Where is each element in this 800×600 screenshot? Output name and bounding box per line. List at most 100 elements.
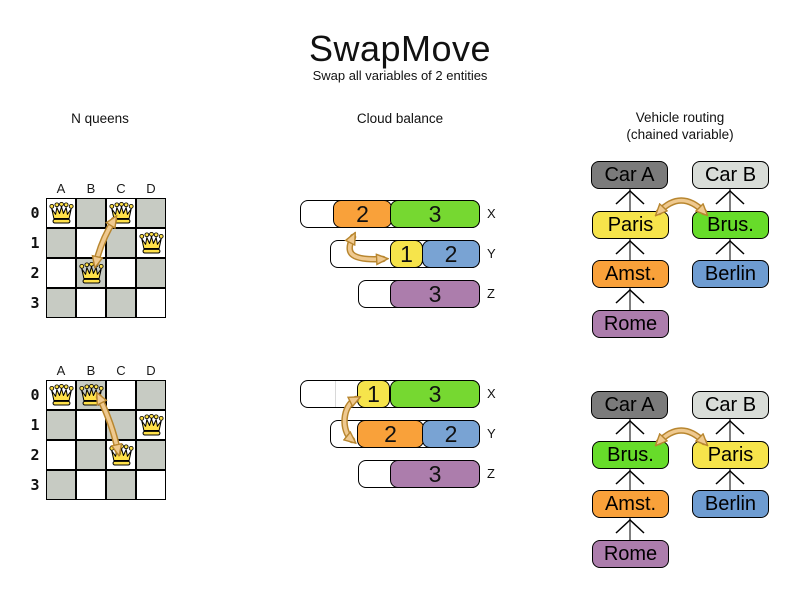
cell-c3	[106, 288, 136, 318]
row-header: 3	[30, 294, 40, 312]
vehicle-box-berlin: Berlin	[692, 260, 769, 288]
board-before-row-headers: 0 1 2 3	[26, 198, 44, 318]
vehicle-box-paris: Paris	[592, 211, 669, 239]
cell-d2	[136, 258, 166, 288]
cell-c0	[106, 380, 136, 410]
row-label-z: Z	[487, 466, 495, 481]
cell-a3	[46, 288, 76, 318]
process-block: 3	[390, 380, 480, 408]
chain-arrows	[615, 189, 745, 540]
row-header: 2	[30, 264, 40, 282]
col-header: A	[56, 363, 66, 378]
cell-a1	[46, 410, 76, 440]
vehicle-title-line1: Vehicle routing	[635, 110, 725, 125]
cell-b0	[76, 198, 106, 228]
queen-icon	[138, 231, 164, 253]
cell-c1	[106, 410, 136, 440]
process-block: 3	[390, 200, 480, 228]
vehicle-column-title: Vehicle routing (chained variable)	[588, 109, 772, 143]
cloud-column-title: Cloud balance	[356, 111, 444, 126]
page-subtitle: Swap all variables of 2 entities	[312, 68, 488, 83]
cell-a2	[46, 440, 76, 470]
cell-c1	[106, 228, 136, 258]
process-block: 2	[357, 420, 424, 448]
page-title: SwapMove	[308, 28, 492, 69]
vehicle-box-brus: Brus.	[692, 211, 769, 239]
cell-b2	[76, 440, 106, 470]
queen-icon	[108, 201, 134, 223]
process-block: 3	[390, 280, 480, 308]
board-after-col-headers: A B C D	[46, 363, 166, 378]
process-block: 2	[422, 420, 480, 448]
col-header: D	[146, 181, 156, 196]
vehicle-box-brus: Brus.	[592, 441, 669, 469]
vehicle-box-rome: Rome	[592, 310, 669, 338]
queen-icon	[48, 201, 74, 223]
cell-d0	[136, 198, 166, 228]
col-header: D	[146, 363, 156, 378]
vehicle-box-berlin: Berlin	[692, 490, 769, 518]
queen-icon	[48, 383, 74, 405]
cell-a2	[46, 258, 76, 288]
cell-b0	[76, 380, 106, 410]
process-block: 2	[333, 200, 392, 228]
vehicle-box-rome: Rome	[592, 540, 669, 568]
row-header: 1	[30, 416, 40, 434]
cell-d2	[136, 440, 166, 470]
vehicle-box-car-b: Car B	[692, 391, 769, 419]
row-label-y: Y	[487, 426, 496, 441]
vehicle-box-car-a: Car A	[591, 161, 668, 189]
cell-c2	[106, 440, 136, 470]
row-label-x: X	[487, 386, 496, 401]
col-header: A	[56, 181, 66, 196]
queen-icon	[138, 413, 164, 435]
cell-b3	[76, 288, 106, 318]
col-header: B	[86, 181, 96, 196]
queen-icon	[108, 443, 134, 465]
row-label-z: Z	[487, 286, 495, 301]
cell-a0	[46, 380, 76, 410]
cell-d3	[136, 470, 166, 500]
vehicle-box-amst: Amst.	[592, 260, 669, 288]
cell-d1	[136, 228, 166, 258]
row-header: 3	[30, 476, 40, 494]
board-after-row-headers: 0 1 2 3	[26, 380, 44, 500]
cell-a1	[46, 228, 76, 258]
cell-b2	[76, 258, 106, 288]
vehicle-box-paris: Paris	[692, 441, 769, 469]
process-block: 1	[390, 240, 423, 268]
col-header: B	[86, 363, 96, 378]
row-label-y: Y	[487, 246, 496, 261]
cell-b1	[76, 410, 106, 440]
process-block: 3	[390, 460, 480, 488]
row-label-x: X	[487, 206, 496, 221]
cell-d3	[136, 288, 166, 318]
col-header: C	[116, 363, 126, 378]
cell-c0	[106, 198, 136, 228]
row-header: 0	[30, 386, 40, 404]
vehicle-box-car-b: Car B	[692, 161, 769, 189]
board-before-col-headers: A B C D	[46, 181, 166, 196]
cell-b1	[76, 228, 106, 258]
ghost-line	[335, 381, 336, 407]
queen-icon	[78, 383, 104, 405]
cell-d1	[136, 410, 166, 440]
row-header: 2	[30, 446, 40, 464]
queen-icon	[78, 261, 104, 283]
cell-a0	[46, 198, 76, 228]
cell-d0	[136, 380, 166, 410]
vehicle-box-amst: Amst.	[592, 490, 669, 518]
col-header: C	[116, 181, 126, 196]
process-block: 2	[422, 240, 480, 268]
vehicle-title-line2: (chained variable)	[626, 127, 734, 142]
cell-c2	[106, 258, 136, 288]
cell-a3	[46, 470, 76, 500]
process-block: 1	[357, 380, 390, 408]
chessboard-after	[46, 380, 166, 500]
row-header: 1	[30, 234, 40, 252]
cell-b3	[76, 470, 106, 500]
nqueens-column-title: N queens	[71, 111, 129, 126]
chessboard-before	[46, 198, 166, 318]
row-header: 0	[30, 204, 40, 222]
